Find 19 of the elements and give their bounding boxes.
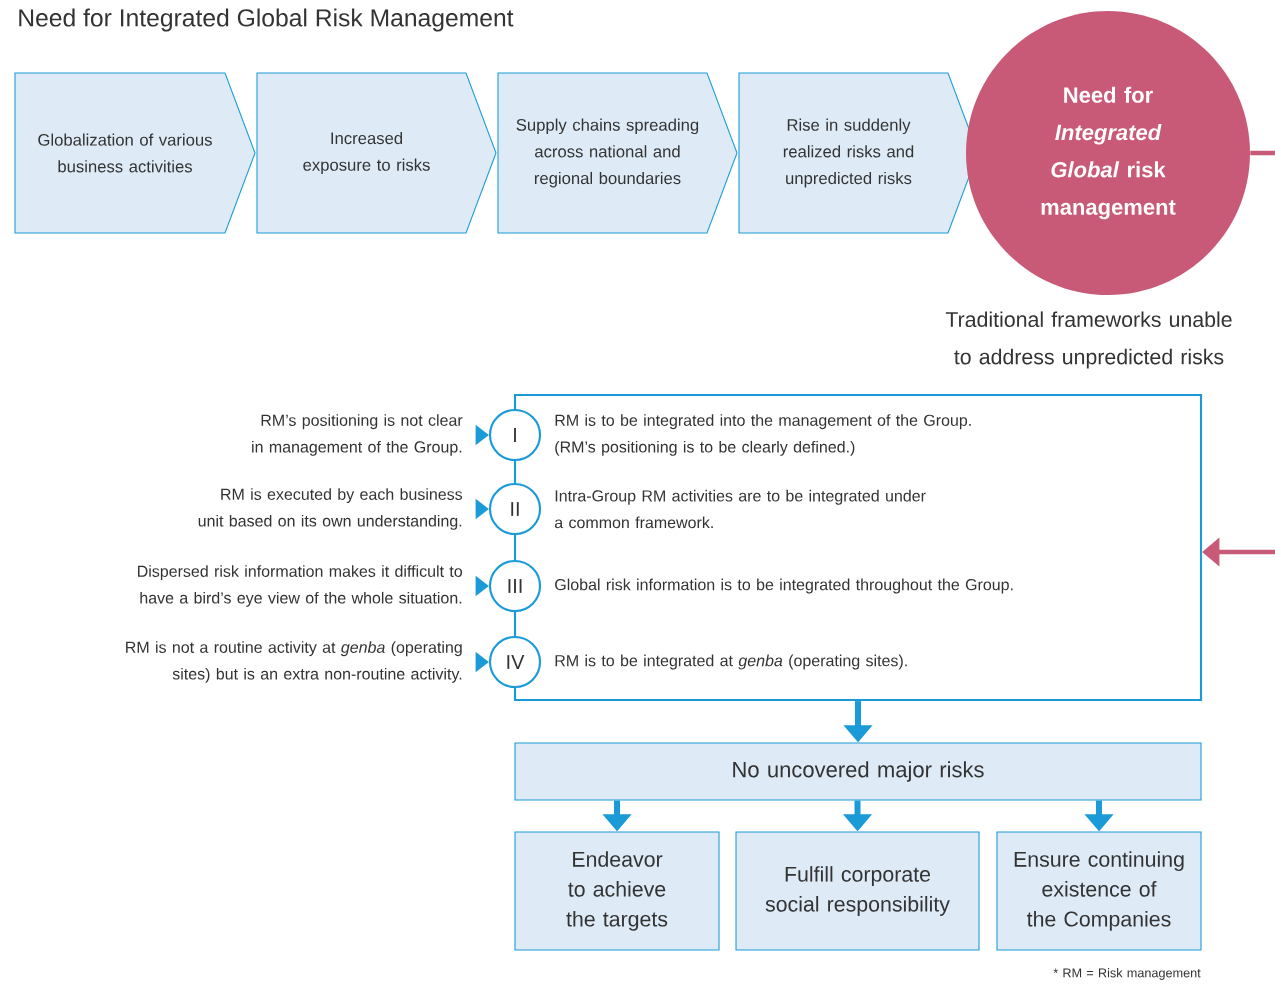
chevron-box: Rise in suddenly realized risks and unpredicted risks xyxy=(738,72,979,234)
outcome-box: Ensure continuing existence of the Companies xyxy=(996,831,1202,951)
statement-text: Global risk information is to be integrated throughout the Group. xyxy=(555,578,1013,594)
issue-text: RM is not a routine activity at genba (operating sites) but is an extra non-routine activity. xyxy=(126,641,462,683)
chevron-box: Increased exposure to risks xyxy=(256,72,497,234)
chevron-box: Supply chains spreading across national and regional boundaries xyxy=(497,72,738,234)
issue-text: RM is executed by each business unit based on its own understanding. xyxy=(198,488,463,530)
caption-text: Traditional frameworks unable to address unpredicted risks xyxy=(945,311,1232,369)
footnote: * RM = Risk management xyxy=(1053,968,1201,980)
title: Need for Integrated Global Risk Management xyxy=(19,8,514,32)
issue-text: Dispersed risk information makes it difficult to have a bird’s eye view of the whole situation. xyxy=(138,565,462,607)
outcome-box: Fulfill corporate social responsibility xyxy=(735,831,980,951)
outcome-box: Endeavor to achieve the targets xyxy=(514,831,720,951)
statement-text: Intra-Group RM activities are to be integrated under a common framework. xyxy=(554,489,926,529)
outcome-box: No uncovered major risks xyxy=(514,742,1202,801)
statement-text: RM is to be integrated at genba (operating sites). xyxy=(555,654,907,670)
issue-text: RM’s positioning is not clear in management of the Group. xyxy=(252,414,463,456)
statement-text: RM is to be integrated into the management of the Group. (RM’s positioning is to be clearly defined.) xyxy=(555,414,971,456)
chevron-box: Globalization of various business activities xyxy=(14,72,256,234)
